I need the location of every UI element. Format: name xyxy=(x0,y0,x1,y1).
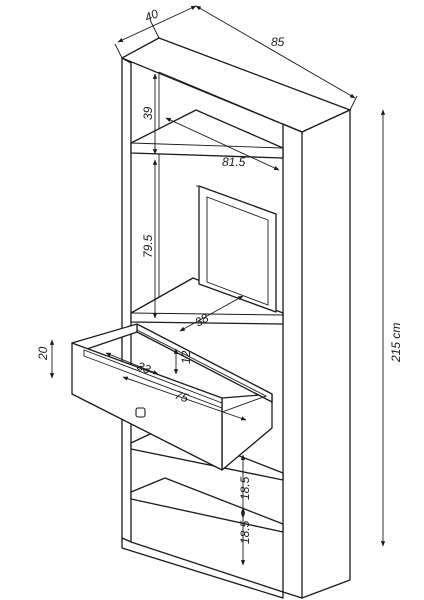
label-top-shelf-gap: 39 xyxy=(141,106,155,120)
label-height: 215 cm xyxy=(389,323,403,363)
label-middle-gap: 79.5 xyxy=(141,234,155,258)
left-side-panel xyxy=(121,57,132,543)
back-mirror xyxy=(198,185,277,313)
label-lower-gap-1: 18.5 xyxy=(238,476,252,500)
label-lower-gap-2: 18.5 xyxy=(238,520,252,544)
right-side-panel xyxy=(301,109,351,599)
label-drawer-inner-depth: 33 xyxy=(135,359,153,377)
cabinet-body xyxy=(121,37,351,599)
dimension-lines xyxy=(49,5,386,566)
plinth xyxy=(121,537,284,599)
label-drawer-front-height: 20 xyxy=(36,346,50,361)
top-panel xyxy=(121,37,351,133)
dimension-labels: 40 85 215 cm 39 81.5 79.5 38 20 33 12 75… xyxy=(36,6,403,544)
label-depth: 40 xyxy=(143,6,161,24)
shelf-lower-2 xyxy=(130,477,284,533)
label-shelf-depth: 38 xyxy=(193,311,212,330)
label-drawer-width: 75 xyxy=(173,388,191,406)
label-inner-width: 81.5 xyxy=(222,155,246,169)
label-width: 85 xyxy=(271,35,285,49)
label-drawer-inner-height: 12 xyxy=(179,350,193,364)
drawer-knob xyxy=(135,407,146,418)
